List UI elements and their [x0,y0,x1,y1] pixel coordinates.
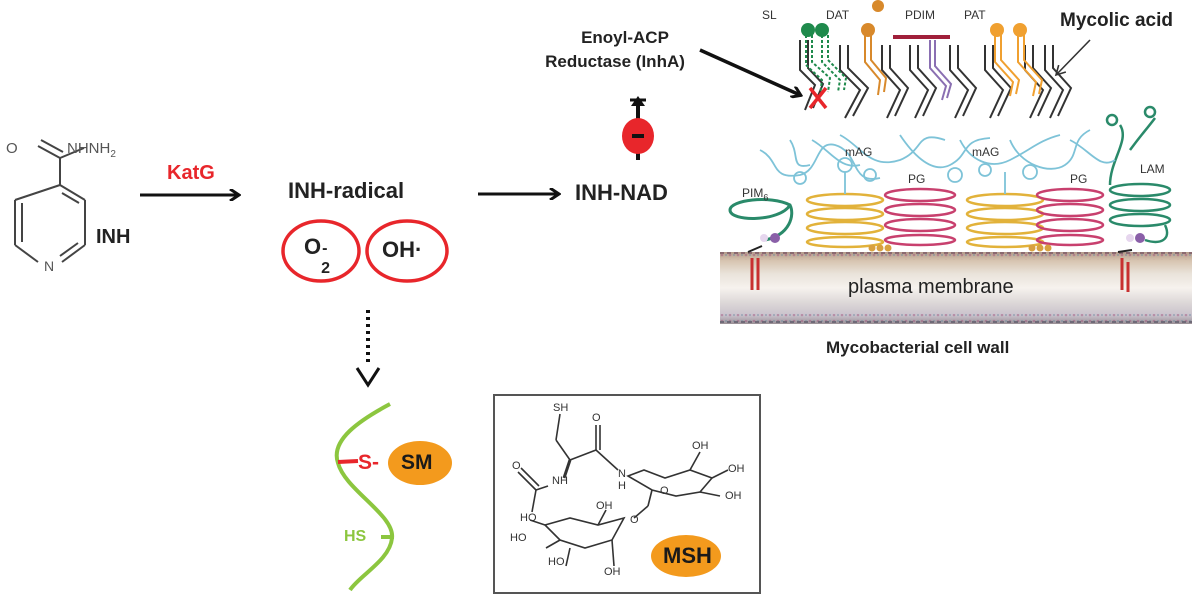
msh-oh2: OH [728,463,745,475]
dat-label: DAT [826,8,850,22]
msh-oh1: OH [692,440,709,452]
hydroxyl-circle [365,219,449,283]
msh-ho2: HO [510,532,527,544]
sm-blob [388,441,452,485]
inh-carbonyl-o: O [6,140,18,157]
cell-wall-caption: Mycobacterial cell wall [826,338,1010,357]
s-link-label: S- [358,451,379,474]
msh-o2: O [512,460,521,472]
cell-wall-illustration [720,0,1192,324]
superoxide-circle [281,219,361,283]
inhibition-x-icon [808,86,828,110]
hydroxyl-label: OH· [382,237,423,262]
lam-label: LAM [1140,162,1165,176]
inhibition-symbol [622,96,654,160]
msh-label: MSH [663,543,712,568]
msh-box [493,394,761,594]
msh-ho1: HO [520,512,537,524]
msh-nh: NH [552,475,568,487]
katg-label: KatG [167,162,215,184]
msh-oh4: OH [596,500,613,512]
msh-blob [651,535,721,577]
inh-structure [14,139,86,263]
pg-label-1: PG [908,172,926,186]
inh-nad-label: INH-NAD [575,180,668,205]
plasma-membrane [720,252,1192,324]
mycolic-acid-label: Mycolic acid [1060,10,1173,31]
mag-label-2: mAG [972,145,1000,159]
inh-ring-n: N [44,258,55,274]
inha-label-line1: Enoyl-ACP [581,28,669,47]
inh-radical-label: INH-radical [288,178,405,203]
inh-hydrazide-label: NHNH2 [67,140,116,160]
protein-backbone [334,402,395,592]
msh-structure [517,413,729,567]
pdim-label: PDIM [905,8,935,22]
msh-h: H [618,480,626,492]
inha-to-cellwall-arrow [699,48,800,95]
inha-label-line2: Reductase (InhA) [545,52,685,71]
msh-sh: SH [553,402,569,414]
msh-ho3: HO [548,556,565,568]
sm-label: SM [401,451,433,474]
msh-o-link: O [630,514,639,526]
msh-oh5: OH [604,566,621,578]
msh-n: N [618,468,626,480]
dotted-arrow [355,310,381,388]
hs-label: HS [344,528,367,545]
superoxide-label: O-2 [304,234,331,277]
pat-label: PAT [964,8,986,22]
pg-label-2: PG [1070,172,1088,186]
sl-label: SL [762,8,777,22]
pim6-label: PIM6 [742,186,769,203]
plasma-membrane-label: plasma membrane [848,276,1014,298]
inh-label: INH [96,226,131,248]
msh-o1: O [592,412,601,424]
msh-oh3: OH [725,490,742,502]
msh-o-ring: O [660,485,669,497]
mag-label-1: mAG [845,145,873,159]
